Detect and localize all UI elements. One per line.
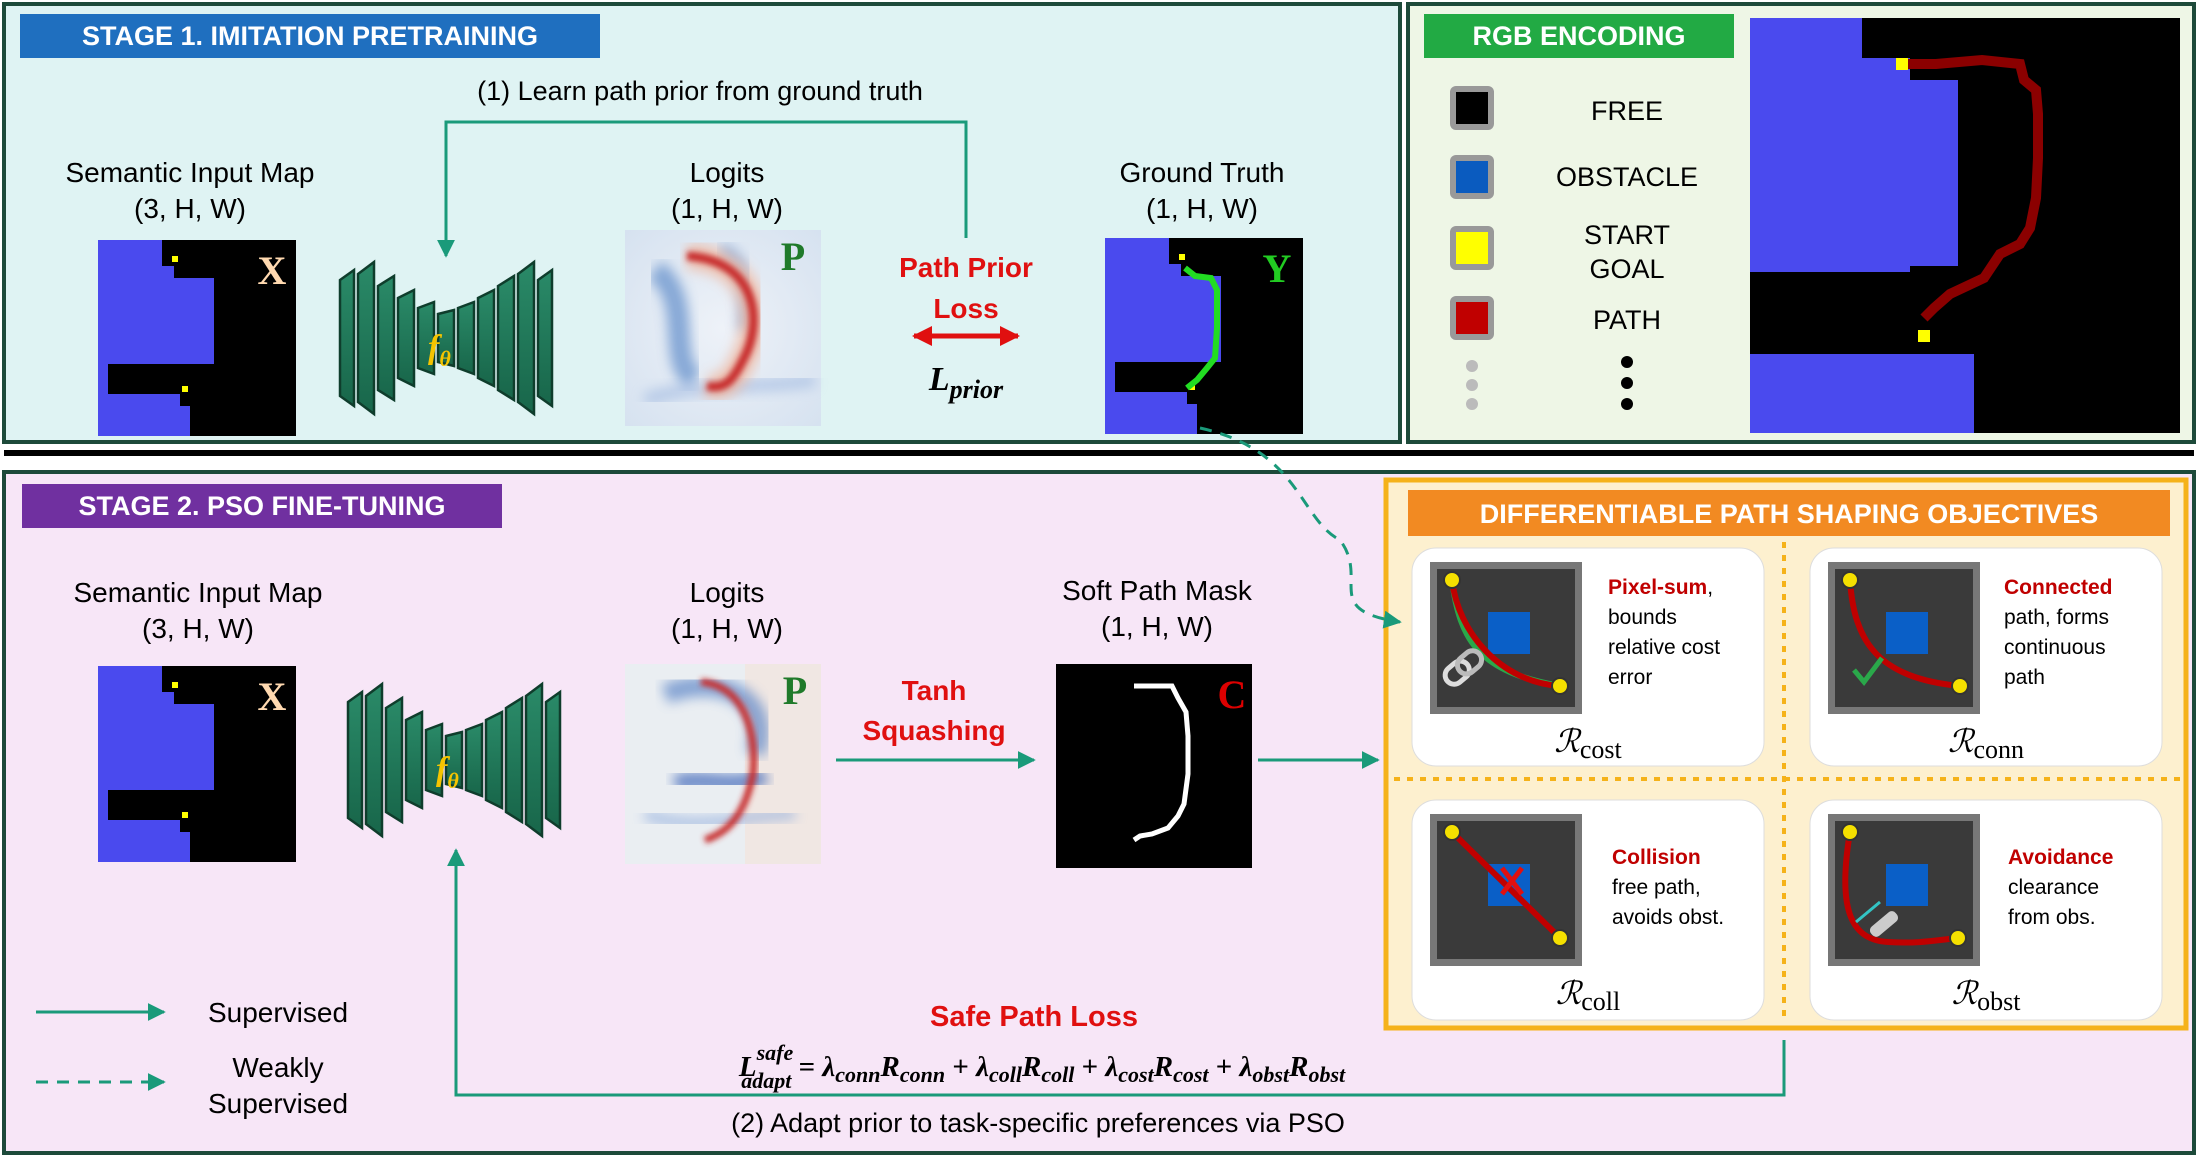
s1-network-icon: fθ — [338, 259, 554, 417]
s2-logits-heatmap: P — [625, 664, 821, 864]
stage1-tag — [20, 14, 600, 58]
rgb-example-map — [1750, 18, 2180, 433]
s1-logits-symbol: P — [781, 234, 805, 279]
legend-path: PATH — [1450, 296, 1661, 340]
mask-title: Soft Path Mask — [1062, 575, 1253, 606]
s1-gt-shape: (1, H, W) — [1146, 193, 1258, 224]
obst-desc-1: Avoidance — [2008, 846, 2113, 869]
cross-icon — [1500, 866, 1524, 896]
s1-gt-title: Ground Truth — [1120, 157, 1285, 188]
conn-desc-2: path, forms — [2004, 606, 2109, 629]
legend-obstacle: OBSTACLE — [1450, 155, 1698, 199]
swatch-path — [1456, 302, 1488, 334]
stage1-panel: STAGE 1. IMITATION PRETRAINING (1) Learn… — [2, 2, 1402, 444]
s1-loss-formula: Lprior — [928, 361, 1004, 404]
coll-desc-3: avoids obst. — [1612, 906, 1724, 929]
stage2-loop-arrow — [447, 848, 1786, 1097]
objectives-panel: DIFFERENTIABLE PATH SHAPING OBJECTIVES P… — [1383, 477, 2189, 1031]
s2-logits-shape: (1, H, W) — [671, 613, 783, 644]
safe-loss-title: Safe Path Loss — [930, 1001, 1138, 1033]
s2-logits-symbol: P — [783, 668, 807, 713]
s2-input-title: Semantic Input Map — [73, 577, 322, 608]
s1-logits-heatmap: P — [625, 230, 821, 426]
coll-symbol: ℛcoll — [1556, 975, 1621, 1016]
objectives-tag — [1408, 490, 2170, 536]
label-start: START — [1584, 220, 1670, 250]
coll-desc-2: free path, — [1612, 876, 1701, 899]
s1-input-shape: (3, H, W) — [134, 193, 246, 224]
s2-input-shape: (3, H, W) — [142, 613, 254, 644]
swatch-obstacle — [1456, 161, 1488, 193]
legend-weak-label-2: Supervised — [208, 1088, 348, 1119]
stage1-title: STAGE 1. IMITATION PRETRAINING — [82, 21, 538, 51]
obst-desc-3: from obs. — [2008, 906, 2096, 929]
s1-input-title: Semantic Input Map — [65, 157, 314, 188]
rgb-encoding-panel: RGB ENCODING FREE OBSTACLE START GOAL PA… — [1406, 2, 2196, 444]
stage2-caption: (2) Adapt prior to task-specific prefere… — [731, 1108, 1345, 1138]
mask-shape: (1, H, W) — [1101, 611, 1213, 642]
obst-desc-2: clearance — [2008, 876, 2099, 899]
s1-logits-title: Logits — [690, 157, 765, 188]
objective-coll-card: Collision free path, avoids obst. ℛcoll — [1411, 799, 1765, 1021]
s1-logits-shape: (1, H, W) — [671, 193, 783, 224]
coll-desc-1: Collision — [1612, 846, 1701, 869]
legend-weak-label-1: Weakly — [232, 1052, 323, 1083]
label-obstacle: OBSTACLE — [1556, 162, 1698, 192]
s1-loss-line2: Loss — [933, 293, 998, 324]
stage-divider — [4, 450, 2194, 456]
stage1-caption: (1) Learn path prior from ground truth — [477, 76, 923, 106]
objective-cost-card: Pixel-sum, bounds relative cost error ℛc… — [1411, 547, 1765, 767]
cost-desc-4: error — [1608, 666, 1652, 689]
s1-ground-truth-map: Y — [1105, 238, 1303, 434]
cost-symbol: ℛcost — [1554, 723, 1622, 764]
s1-loss-line1: Path Prior — [899, 252, 1033, 283]
stage2-title: STAGE 2. PSO FINE-TUNING — [78, 491, 445, 521]
objective-obst-card: Avoidance clearance from obs. ℛobst — [1809, 799, 2163, 1021]
s1-input-symbol: X — [258, 248, 287, 293]
cost-desc-3: relative cost — [1608, 636, 1720, 659]
swatch-start-goal — [1456, 232, 1488, 264]
chain-link-icon — [1442, 648, 1485, 687]
s2-network-icon: fθ — [346, 681, 562, 839]
s2-network-symbol: fθ — [436, 751, 459, 793]
objective-conn-card: Connected path, forms continuous path ℛc… — [1809, 547, 2163, 767]
tanh-line1: Tanh — [902, 675, 967, 706]
conn-desc-3: continuous — [2004, 636, 2106, 659]
legend-free: FREE — [1450, 86, 1663, 130]
conn-desc-1: Connected — [2004, 576, 2113, 599]
label-goal: GOAL — [1589, 254, 1664, 284]
check-icon — [1852, 656, 1884, 687]
legend-more-dots — [1466, 356, 1633, 410]
s1-network-symbol: fθ — [428, 329, 451, 371]
stage1-loop-arrow — [437, 120, 968, 258]
clearance-icon — [1855, 900, 1899, 937]
s2-logits-title: Logits — [690, 577, 765, 608]
s1-semantic-map: X — [98, 240, 296, 436]
s2-semantic-map: X — [98, 666, 296, 862]
s1-gt-symbol: Y — [1263, 246, 1292, 291]
cost-desc-2: bounds — [1608, 606, 1677, 629]
legend-supervised-label: Supervised — [208, 997, 348, 1028]
weak-supervision-arrow — [1199, 426, 1402, 629]
objectives-title: DIFFERENTIABLE PATH SHAPING OBJECTIVES — [1480, 499, 2099, 529]
legend-start-goal: START GOAL — [1450, 220, 1670, 284]
conn-symbol: ℛconn — [1948, 723, 2024, 764]
s2-input-symbol: X — [258, 674, 287, 719]
stage2-tag — [22, 484, 502, 528]
label-free: FREE — [1591, 96, 1663, 126]
soft-path-mask: C — [1056, 664, 1252, 868]
tanh-line2: Squashing — [862, 715, 1005, 746]
rgb-tag — [1424, 14, 1734, 58]
conn-desc-4: path — [2004, 666, 2045, 689]
mask-symbol: C — [1218, 672, 1247, 717]
arrow-legend: Supervised Weakly Supervised — [36, 997, 348, 1119]
rgb-title: RGB ENCODING — [1472, 21, 1685, 51]
obst-symbol: ℛobst — [1952, 975, 2022, 1016]
label-path: PATH — [1593, 305, 1661, 335]
cost-desc-1: Pixel-sum, — [1608, 576, 1713, 599]
swatch-free — [1456, 92, 1488, 124]
